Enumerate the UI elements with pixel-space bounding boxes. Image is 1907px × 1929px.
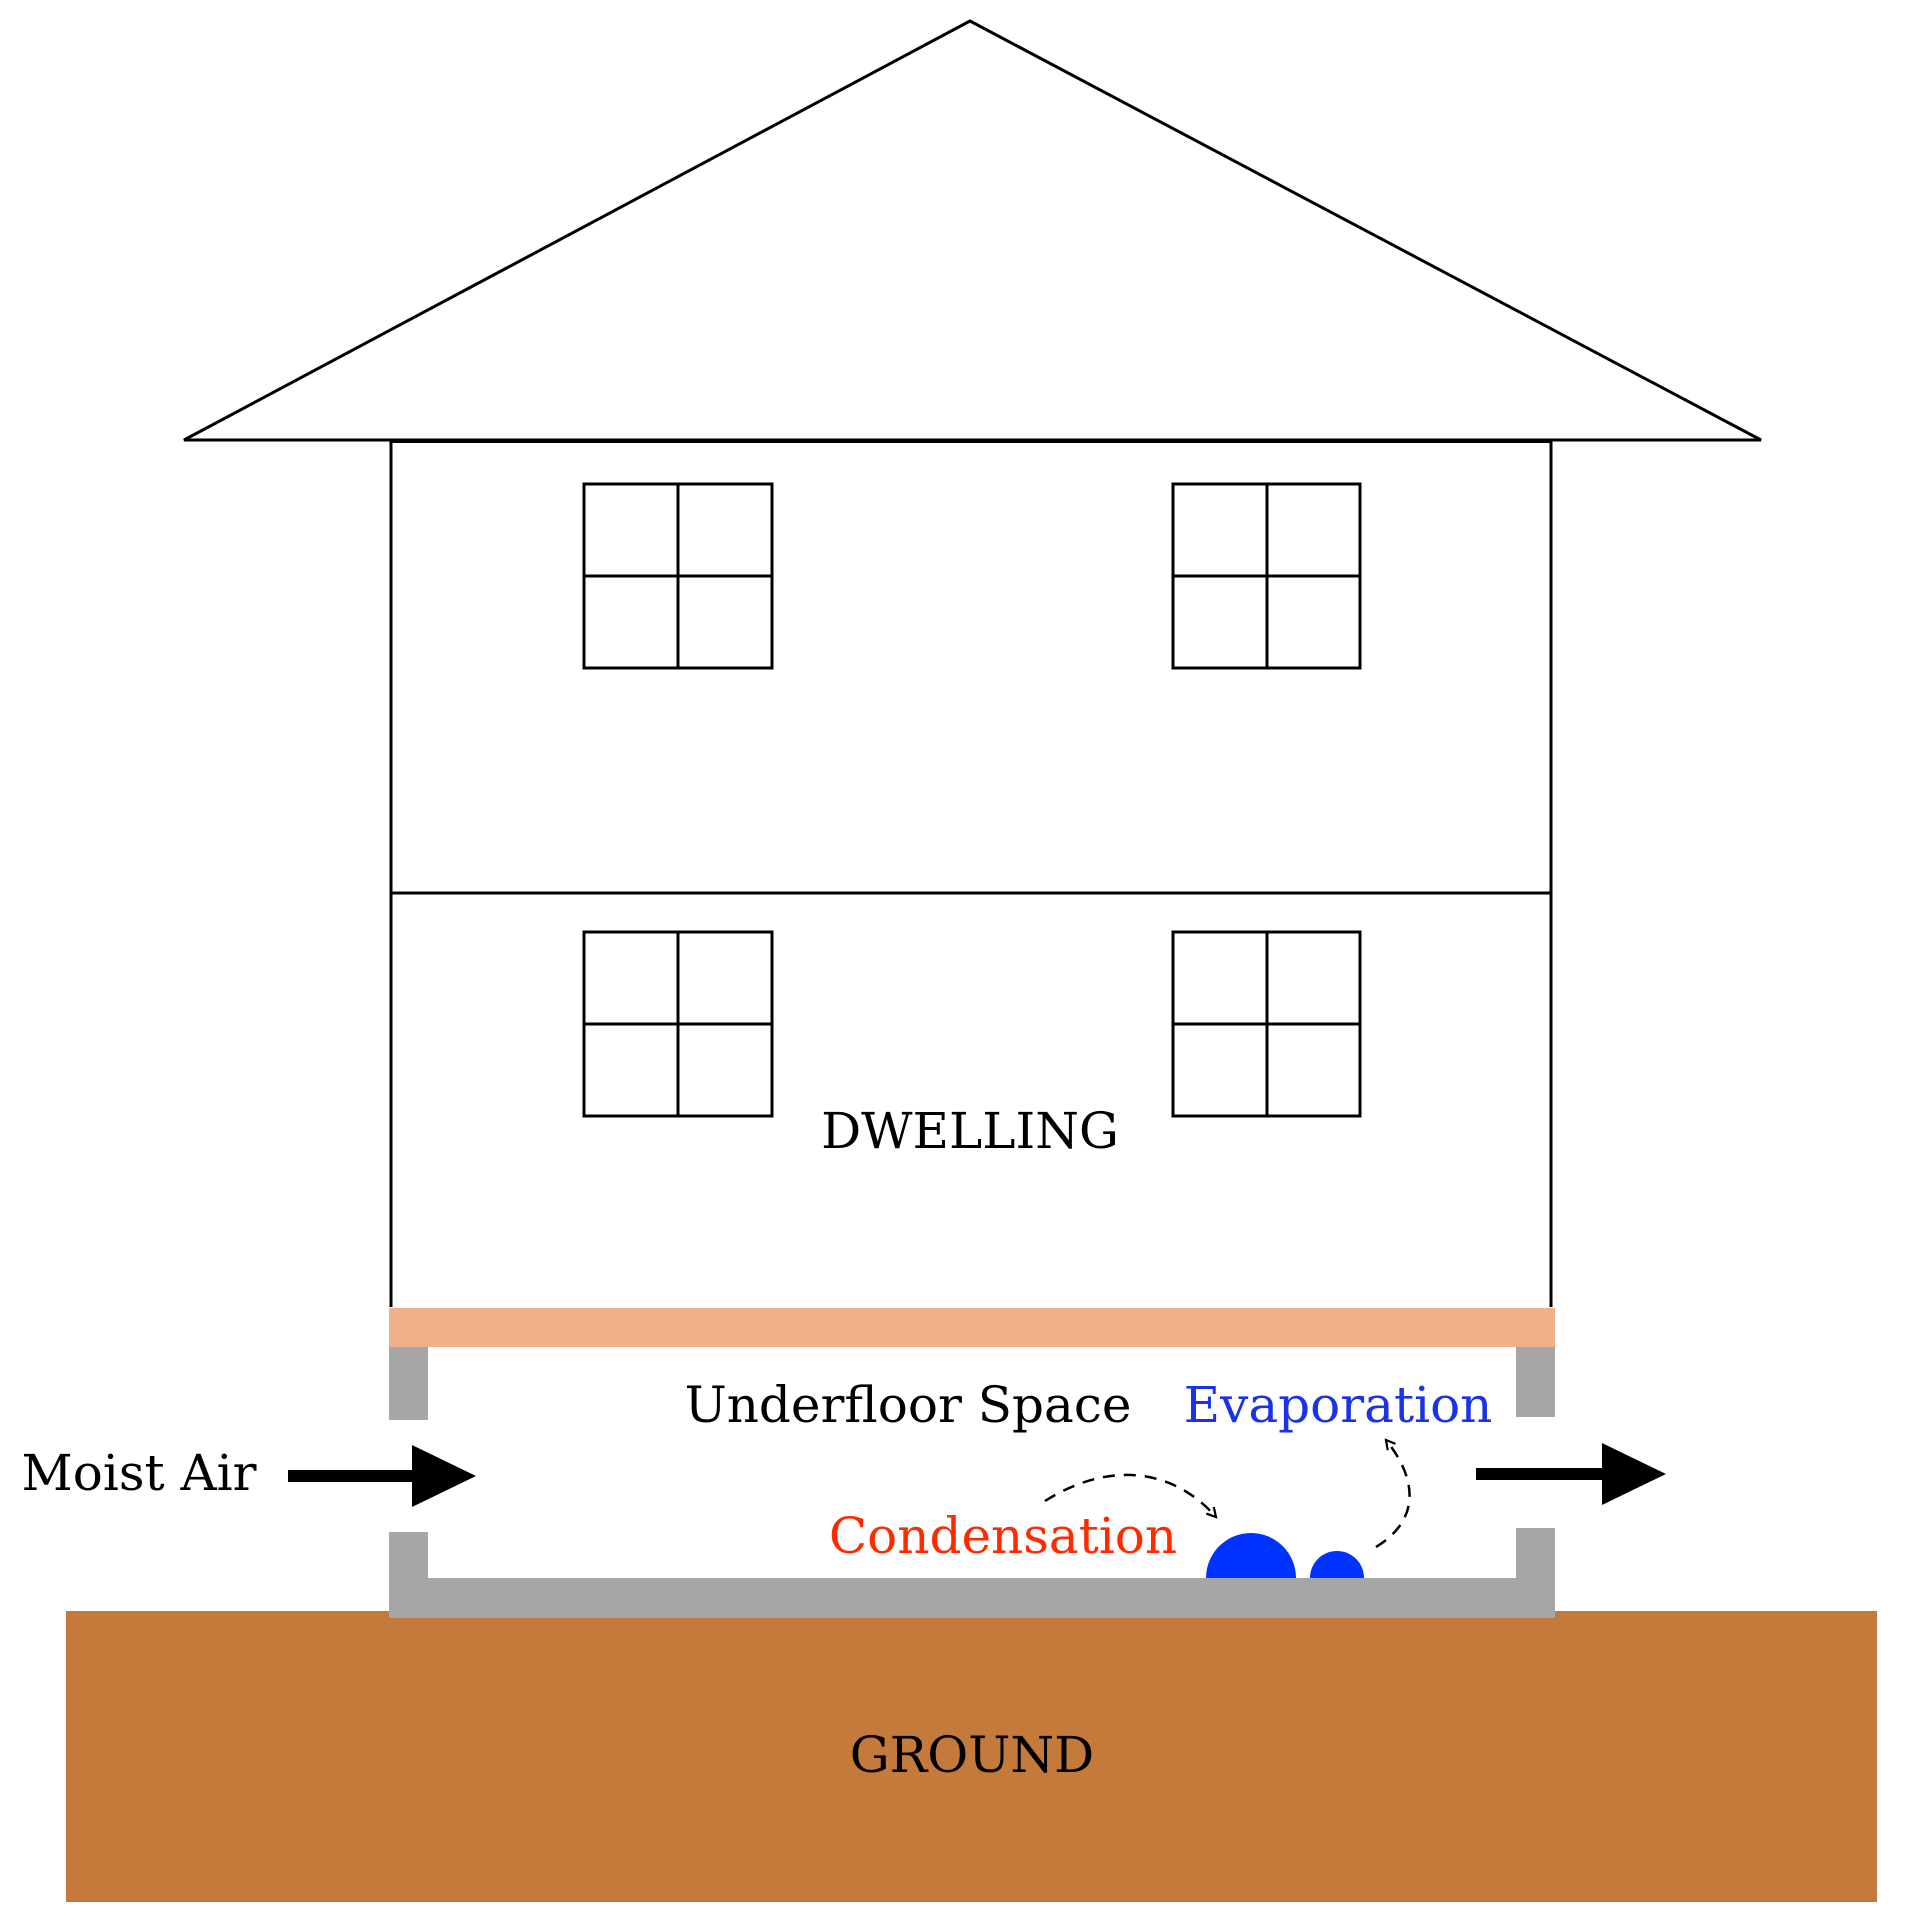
evaporation-label: Evaporation	[1184, 1376, 1493, 1434]
condensation-label: Condensation	[829, 1507, 1177, 1565]
window-lower-right	[1171, 930, 1362, 1118]
foundation-left-upper	[389, 1347, 428, 1420]
large-water-droplet	[1206, 1533, 1296, 1578]
air-outflow-arrow	[1476, 1443, 1666, 1505]
foundation	[389, 1347, 1555, 1618]
foundation-right-upper	[1516, 1347, 1555, 1417]
dwelling-label: DWELLING	[821, 1102, 1119, 1160]
window-upper-left	[582, 482, 774, 670]
condensation-dashed-arrow	[1044, 1473, 1216, 1517]
ground-label: GROUND	[850, 1726, 1095, 1784]
floor-beam	[389, 1308, 1555, 1347]
small-water-droplet	[1310, 1551, 1364, 1578]
house-walls	[391, 441, 1551, 1307]
moist-air-label: Moist Air	[22, 1444, 257, 1502]
window-lower-left	[582, 930, 774, 1118]
ground	[66, 1611, 1877, 1902]
foundation-base	[389, 1578, 1555, 1618]
evaporation-dashed-arrow	[1375, 1440, 1411, 1549]
air-inflow-arrow	[288, 1445, 476, 1507]
roof	[183, 19, 1762, 442]
window-upper-right	[1171, 482, 1362, 670]
underfloor-space-label: Underfloor Space	[685, 1376, 1132, 1434]
